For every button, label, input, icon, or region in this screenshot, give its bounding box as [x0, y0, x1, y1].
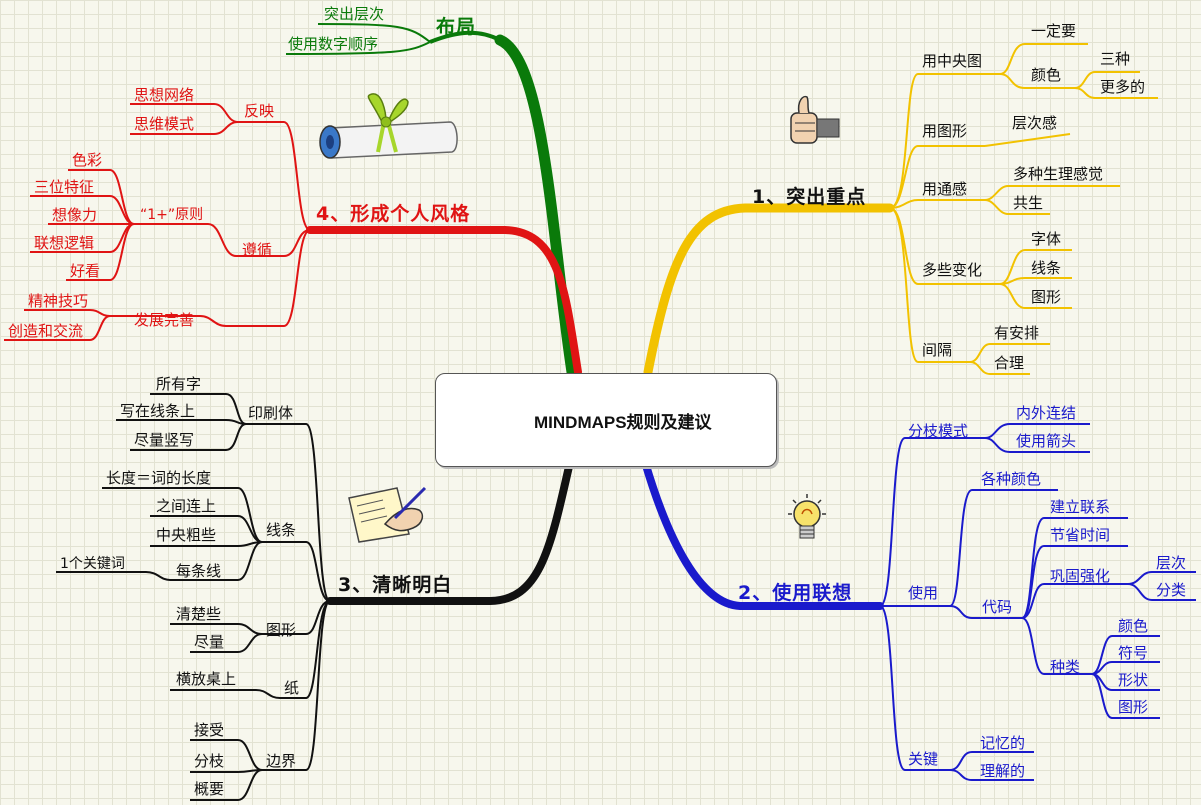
clarity-item: 概要: [194, 780, 224, 798]
clarity-item: 清楚些: [176, 605, 221, 623]
light-bulb-icon: [788, 494, 826, 539]
association-item: 节省时间: [1050, 526, 1110, 544]
emphasis-item: 字体: [1031, 230, 1061, 248]
branch-label-style: 4、形成个人风格: [316, 202, 470, 225]
branch-line-layout-tail: [429, 30, 501, 44]
branch-label-association: 2、使用联想: [738, 581, 852, 604]
association-item: 各种颜色: [981, 470, 1041, 488]
style-group-label: 反映: [244, 102, 274, 120]
clarity-item: 每条线: [176, 562, 221, 580]
clarity-item: 中央粗些: [156, 526, 216, 544]
association-group-label: 关键: [908, 750, 938, 768]
clarity-item: 尽量竖写: [134, 431, 194, 449]
style-item: 思想网络: [134, 86, 194, 104]
clarity-group-label: 纸: [284, 679, 299, 697]
clarity-item: 尽量: [194, 633, 224, 651]
branch-line-clarity: [326, 458, 574, 605]
clarity-group-label: 线条: [266, 521, 296, 539]
branch-label-emphasis: 1、突出重点: [752, 185, 866, 208]
style-connectors: [4, 103, 311, 341]
emphasis-sub-item: 三种: [1100, 50, 1130, 68]
writing-hand-icon: [348, 486, 427, 543]
emphasis-group-label: 间隔: [922, 341, 952, 359]
branch-line-emphasis: [643, 203, 895, 377]
scroll-icon: [319, 93, 458, 159]
emphasis-group-label: 用图形: [922, 122, 967, 140]
emphasis-item: 多种生理感觉: [1013, 165, 1103, 183]
association-group-label: 代码: [982, 598, 1012, 616]
clarity-item: 接受: [194, 721, 224, 739]
branch-label-layout: 布局: [436, 15, 476, 38]
clarity-group-label: 图形: [266, 621, 296, 639]
emphasis-group-label: 用通感: [922, 180, 967, 198]
emphasis-item: 层次感: [1012, 114, 1057, 132]
association-item: 记忆的: [980, 734, 1025, 752]
emphasis-group-label: 用中央图: [922, 52, 982, 70]
style-group-label: 遵循: [242, 241, 272, 259]
emphasis-item: 颜色: [1031, 66, 1061, 84]
branch-label-clarity: 3、清晰明白: [338, 573, 452, 596]
association-sub-item: 符号: [1118, 644, 1148, 662]
association-group-label: 巩固强化: [1050, 567, 1110, 585]
emphasis-sub-item: 更多的: [1100, 78, 1145, 96]
association-item: 理解的: [980, 762, 1025, 780]
clarity-item: 横放桌上: [176, 670, 236, 688]
central-topic-title: MINDMAPS规则及建议: [534, 413, 712, 432]
style-item: 色彩: [72, 151, 102, 169]
association-connectors: [879, 423, 1196, 781]
style-item: 精神技巧: [28, 292, 88, 310]
central-topic-node: MINDMAPS规则及建议: [435, 373, 777, 467]
association-item: 使用箭头: [1016, 432, 1076, 450]
layout-item: 使用数字顺序: [288, 35, 378, 53]
clarity-item: 写在线条上: [120, 402, 195, 420]
emphasis-item: 有安排: [994, 324, 1039, 342]
style-item: 好看: [70, 262, 100, 280]
branch-line-style: [306, 226, 582, 376]
association-sub-item: 形状: [1118, 671, 1148, 689]
association-item: 内外连结: [1016, 404, 1076, 422]
layout-item: 突出层次: [324, 5, 384, 23]
branch-line-association: [641, 458, 884, 610]
emphasis-item: 共生: [1013, 194, 1043, 212]
clarity-group-label: 边界: [266, 752, 296, 770]
emphasis-group-label: 多些变化: [922, 261, 982, 279]
association-group-label: 使用: [908, 584, 938, 602]
style-item: 三位特征: [34, 178, 94, 196]
association-group-label: 种类: [1050, 658, 1080, 676]
style-item: 想像力: [52, 206, 97, 224]
clarity-item: 分枝: [194, 752, 224, 770]
clarity-item: 所有字: [156, 375, 201, 393]
style-group-label: 发展完善: [134, 311, 194, 329]
thumbs-up-icon: [790, 95, 840, 144]
layout-connectors: [285, 23, 431, 55]
emphasis-item: 合理: [994, 354, 1024, 372]
association-sub-item: 图形: [1118, 698, 1148, 716]
style-item: 思维模式: [134, 115, 194, 133]
style-item: 创造和交流: [8, 322, 83, 340]
style-rule: “1+”原则: [140, 207, 203, 223]
clarity-connectors: [56, 393, 331, 801]
emphasis-connectors: [889, 43, 1158, 375]
clarity-item: 长度＝词的长度: [106, 469, 211, 487]
clarity-sub-item: 1个关键词: [60, 556, 125, 572]
emphasis-item: 图形: [1031, 288, 1061, 306]
emphasis-item: 一定要: [1031, 22, 1076, 40]
association-sub-item: 层次: [1156, 554, 1186, 572]
clarity-group-label: 印刷体: [248, 404, 293, 422]
clarity-item: 之间连上: [156, 497, 216, 515]
branch-line-layout: [494, 34, 578, 378]
style-item: 联想逻辑: [34, 234, 94, 252]
association-sub-item: 颜色: [1118, 617, 1148, 635]
association-sub-item: 分类: [1156, 581, 1186, 599]
emphasis-item: 线条: [1031, 259, 1061, 277]
association-item: 建立联系: [1050, 498, 1110, 516]
association-group-label: 分枝模式: [908, 422, 968, 440]
